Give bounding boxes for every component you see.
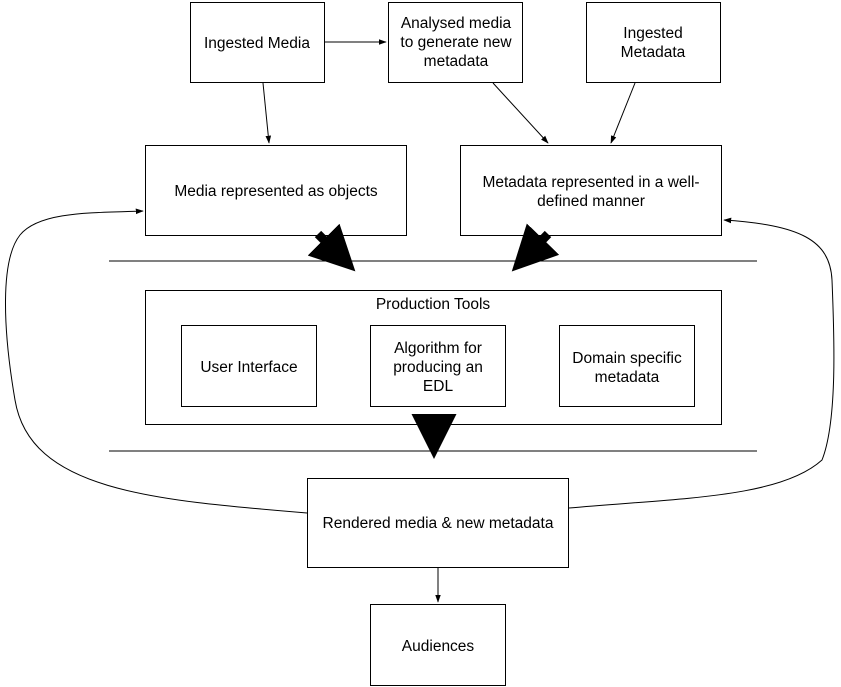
analysed-media-box: Analysed media to generate new metadata (388, 2, 523, 83)
thick-arrow-metadata-to-tools (511, 223, 560, 272)
metadata-defined-label-line-2: defined manner (537, 193, 645, 210)
domain-metadata-label-line-2: metadata (595, 369, 660, 386)
arrow-analysed-to-metadata (492, 82, 549, 144)
ingested-media-box: Ingested Media (190, 2, 325, 83)
feedback-loop-to-metadata (568, 217, 835, 509)
production-tools-label: Production Tools (376, 296, 491, 313)
media-objects-box: Media represented as objects (145, 145, 407, 236)
audiences-box: Audiences (370, 604, 506, 686)
domain-metadata-box: Domain specific metadata (559, 325, 695, 407)
metadata-defined-label-line-1: Metadata represented in a well- (482, 174, 699, 191)
algorithm-edl-label-line-1: Algorithm for (394, 340, 482, 357)
analysed-media-label-line-3: metadata (424, 53, 489, 70)
feedback-loop-to-media-objects (5, 208, 308, 514)
rendered-media-box: Rendered media & new metadata (307, 478, 569, 568)
arrow-ingested-media-to-objects (262, 82, 272, 144)
thick-arrow-objects-to-tools (307, 223, 356, 272)
user-interface-label: User Interface (200, 359, 297, 376)
algorithm-edl-box: Algorithm for producing an EDL (370, 325, 506, 407)
analysed-media-label-line-1: Analysed media (401, 15, 512, 32)
ingested-metadata-box: Ingested Metadata (586, 2, 721, 83)
rendered-media-label: Rendered media & new metadata (323, 515, 554, 532)
audiences-label: Audiences (402, 638, 475, 655)
media-objects-label: Media represented as objects (174, 183, 378, 200)
ingested-metadata-label-line-1: Ingested (623, 25, 682, 42)
algorithm-edl-label-line-3: EDL (423, 378, 454, 395)
ingested-metadata-label-line-2: Metadata (621, 44, 686, 61)
user-interface-box: User Interface (181, 325, 317, 407)
metadata-defined-box: Metadata represented in a well- defined … (460, 145, 722, 236)
ingested-media-label: Ingested Media (204, 35, 310, 52)
domain-metadata-label-line-1: Domain specific (572, 350, 682, 367)
analysed-media-label-line-2: to generate new (400, 34, 512, 51)
algorithm-edl-label-line-2: producing an (393, 359, 483, 376)
arrow-ingested-metadata-to-metadata (610, 82, 636, 144)
